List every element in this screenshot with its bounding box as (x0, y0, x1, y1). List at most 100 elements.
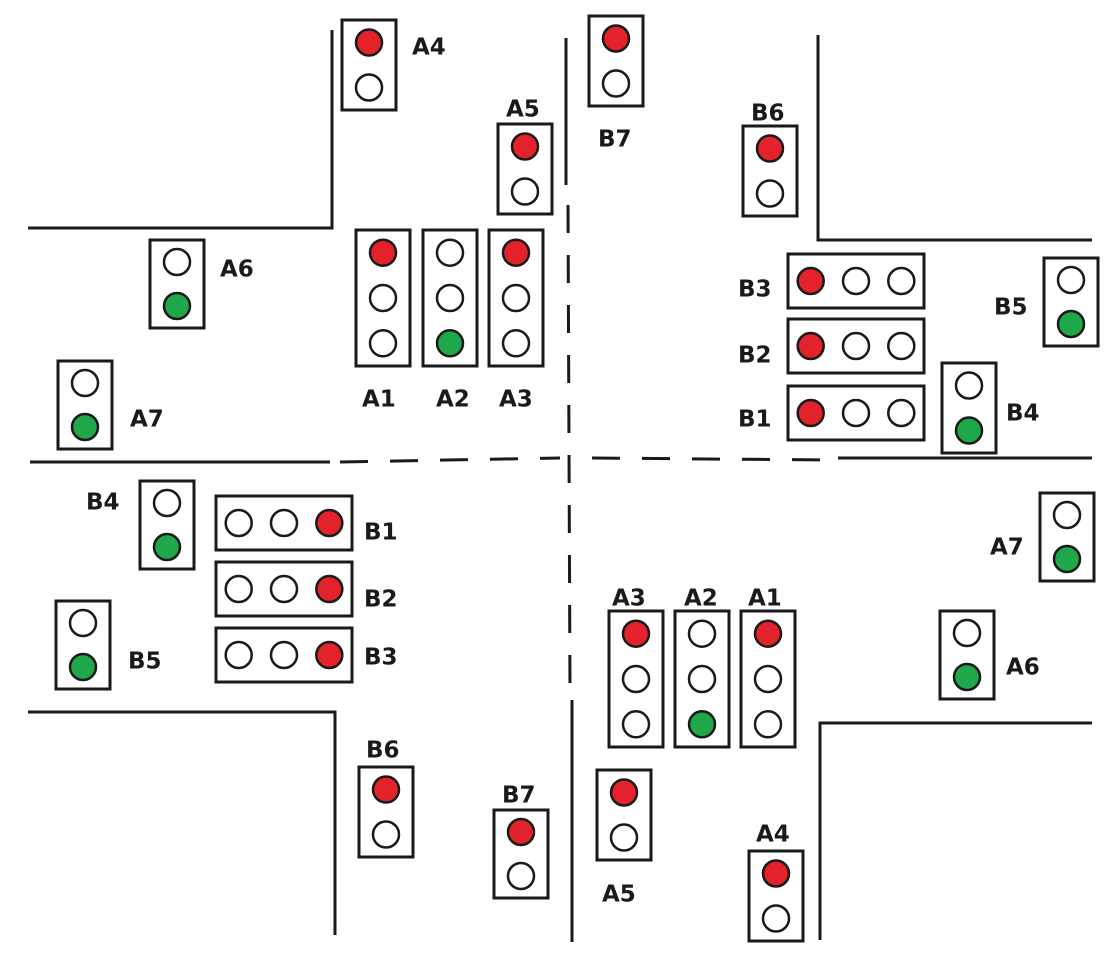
signal-lamp-off (269, 640, 299, 670)
signal-lamp-off (70, 368, 100, 398)
signal-label: A1 (362, 387, 396, 413)
traffic-signal-a7-left: A7 (56, 359, 164, 451)
signal-label: B7 (502, 783, 536, 809)
signal-lamp-off (761, 904, 791, 933)
signal-lamp-green (952, 662, 982, 692)
signal-lamp-off (687, 619, 717, 648)
signal-label: A3 (499, 387, 533, 413)
signal-lamp-off (68, 608, 98, 638)
traffic-signal-a2-top: A2 (421, 228, 479, 413)
traffic-signal-a6-left: A6 (148, 238, 254, 330)
signal-lamp-off (621, 664, 651, 694)
signal-lamp-red (510, 132, 540, 161)
signal-label: B4 (86, 490, 120, 516)
signal-label: B2 (364, 587, 398, 613)
signal-lamp-off (887, 266, 916, 296)
signal-lamp-green (435, 329, 465, 358)
signal-lamp-red (354, 28, 384, 57)
traffic-signal-b2-right: B2 (738, 317, 926, 375)
traffic-signal-a7-right: A7 (990, 491, 1096, 583)
signal-lamp-red (368, 238, 398, 267)
traffic-signal-b4-left: B4 (86, 479, 196, 571)
lane-dash-left (339, 456, 561, 464)
traffic-signal-b1-left: B1 (214, 494, 398, 552)
signal-label: A5 (602, 882, 636, 908)
signal-lamp-red (609, 778, 639, 807)
signal-lamp-green (1052, 544, 1082, 574)
signal-lamp-off (841, 266, 871, 296)
traffic-signal-a2-bottom: A2 (673, 586, 731, 749)
signal-lamp-off (1056, 265, 1086, 295)
signal-lamp-off (435, 283, 465, 313)
signal-lamp-green (162, 291, 192, 321)
traffic-signal-b5-left: B5 (54, 599, 162, 691)
traffic-signal-b7-top: B7 (587, 14, 645, 153)
signal-lamp-red (755, 134, 785, 163)
signal-lamp-green (687, 710, 717, 739)
signal-label: B5 (128, 649, 162, 675)
signal-label: A4 (412, 35, 446, 61)
traffic-signal-a5-bottom: A5 (595, 768, 653, 908)
traffic-signal-b3-left: B3 (214, 626, 398, 684)
signal-lamp-off (368, 283, 398, 313)
traffic-signal-b6-top: B6 (741, 101, 799, 218)
signal-lamp-green (954, 416, 984, 445)
signal-label: B2 (738, 343, 772, 369)
signal-label: A2 (436, 387, 470, 413)
traffic-signal-a1-top: A1 (354, 228, 412, 413)
signal-lamp-red (796, 331, 825, 361)
signal-lamp-off (621, 710, 651, 739)
traffic-signal-b4-right: B4 (940, 361, 1040, 455)
signal-label: B3 (364, 645, 398, 671)
signal-label: B1 (738, 407, 772, 433)
signal-lamp-off (755, 179, 785, 208)
signal-lamp-red (315, 574, 344, 604)
signal-lamp-off (162, 247, 192, 277)
signal-lamp-off (224, 640, 253, 670)
signal-lamp-green (68, 652, 98, 682)
signal-label: B4 (1006, 401, 1040, 427)
traffic-signal-a3-top: A3 (487, 228, 545, 413)
signal-label: A7 (990, 535, 1024, 561)
signal-lamp-off (224, 574, 253, 604)
signal-lamp-green (152, 532, 182, 562)
signal-lamp-off (152, 488, 182, 518)
signal-label: A1 (748, 586, 782, 612)
road-edge-top-left (28, 30, 334, 230)
signal-label: B6 (366, 738, 400, 764)
signal-label: A4 (756, 822, 790, 848)
traffic-signal-b5-right: B5 (994, 256, 1100, 348)
signal-lamp-red (753, 619, 783, 648)
traffic-signal-b7-bottom: B7 (492, 783, 550, 900)
traffic-signal-b6-bottom: B6 (357, 738, 415, 859)
signal-lamp-off (1052, 500, 1082, 530)
signal-lamp-green (1056, 309, 1086, 339)
traffic-signal-a5-top: A5 (496, 97, 554, 216)
signal-lamp-off (753, 664, 783, 694)
signal-lamp-green (70, 412, 100, 442)
signal-lamp-red (621, 619, 651, 648)
signal-lamp-off (501, 283, 531, 313)
signal-lamp-off (687, 664, 717, 694)
signal-lamp-red (761, 859, 791, 888)
signal-lamp-red (601, 24, 631, 53)
signal-label: B3 (738, 277, 772, 303)
traffic-signal-b2-left: B2 (214, 560, 398, 618)
signal-lamp-red (315, 508, 344, 538)
signal-lamp-red (315, 640, 344, 670)
traffic-signal-a6-right: A6 (938, 609, 1040, 701)
signal-lamp-off (601, 69, 631, 98)
signal-label: A2 (684, 586, 718, 612)
signal-lamp-red (371, 775, 401, 804)
signal-label: B1 (364, 520, 398, 546)
signal-label: B5 (994, 295, 1028, 321)
signal-lamp-off (269, 574, 299, 604)
signal-lamp-red (506, 817, 536, 847)
lane-dash-right (591, 456, 831, 462)
signal-lamp-off (368, 329, 398, 358)
signal-lamp-off (354, 73, 384, 102)
signal-lamp-off (435, 238, 465, 267)
signal-lamp-off (371, 820, 401, 849)
traffic-signal-a3-bottom: A3 (607, 586, 665, 749)
